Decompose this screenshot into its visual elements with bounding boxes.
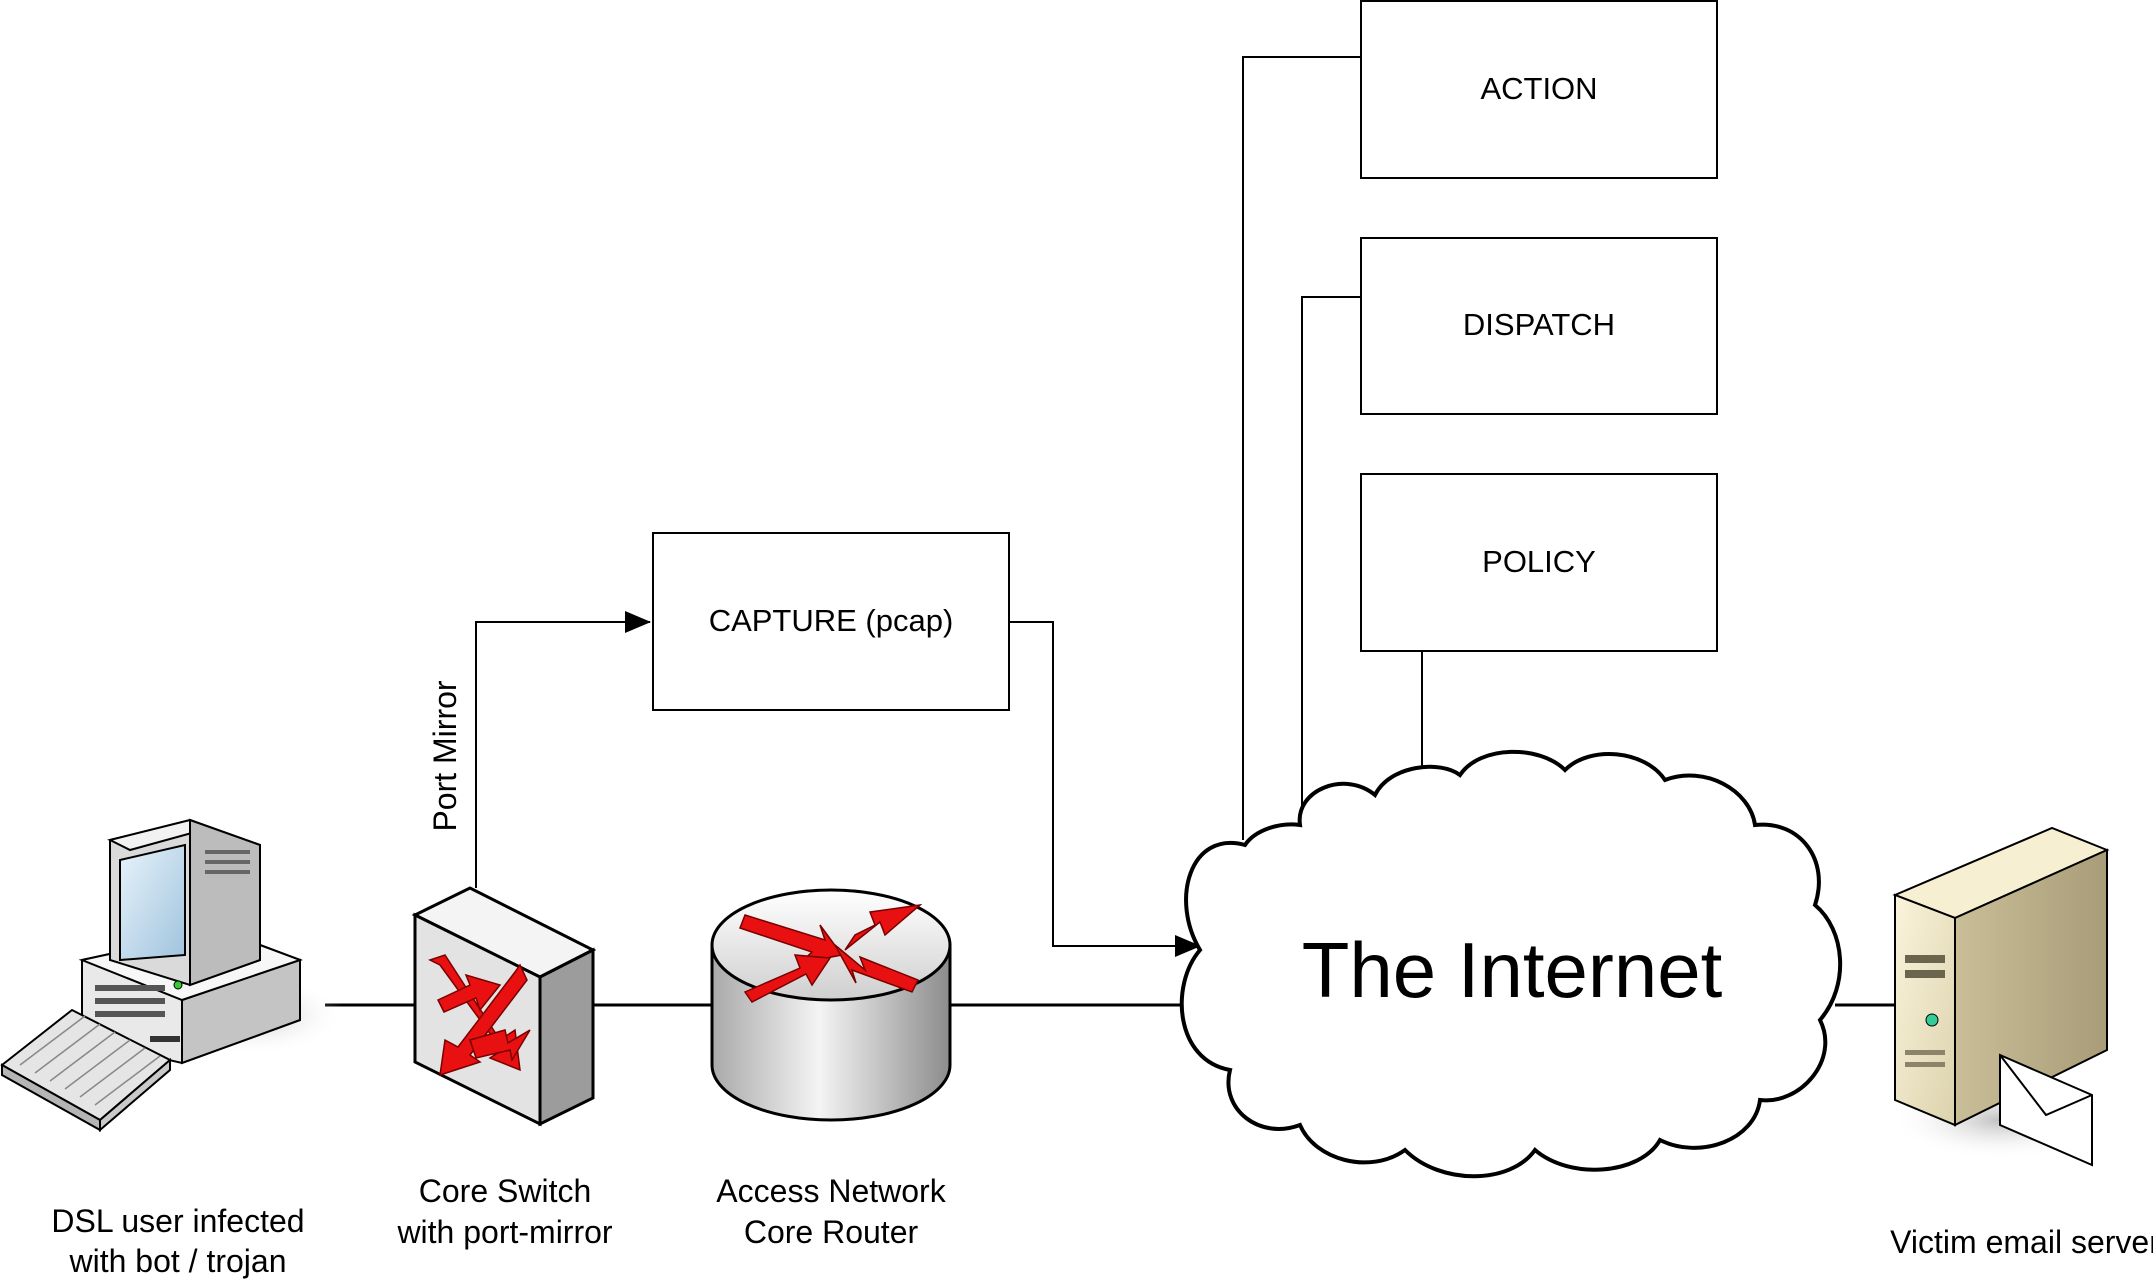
core-switch-label-line2: with port-mirror [396,1214,612,1250]
port-mirror-label: Port Mirror [427,680,463,831]
dsl-user-pc-icon [0,818,345,1133]
internet-cloud: The Internet [1179,749,1842,1179]
box-action-label: ACTION [1480,71,1597,106]
box-dispatch-label: DISPATCH [1463,307,1615,342]
box-action: ACTION [1360,0,1718,179]
core-router-icon [710,888,952,1122]
dsl-user-label-line1: DSL user infected [51,1203,304,1239]
email-server-label: Victim email server [1890,1224,2153,1260]
line-internet-to-dispatch [1301,296,1361,828]
line-port-mirror [475,611,651,888]
box-policy-label: POLICY [1482,544,1596,579]
line-capture-to-internet [1009,621,1201,957]
email-server-icon [1890,826,2110,1167]
core-router-label-line1: Access Network [716,1173,946,1209]
dsl-user-label-line2: with bot / trojan [69,1243,287,1279]
box-capture: CAPTURE (pcap) [652,532,1010,711]
box-policy: POLICY [1360,473,1718,652]
core-switch-icon [411,886,597,1127]
line-internet-to-action [1242,56,1361,840]
box-dispatch: DISPATCH [1360,237,1718,415]
box-capture-label: CAPTURE (pcap) [709,603,954,638]
core-switch-label-line1: Core Switch [419,1173,592,1209]
internet-cloud-label: The Internet [1302,926,1723,1014]
connector-thin-lines [475,56,1423,957]
core-router-label-line2: Core Router [744,1214,919,1250]
